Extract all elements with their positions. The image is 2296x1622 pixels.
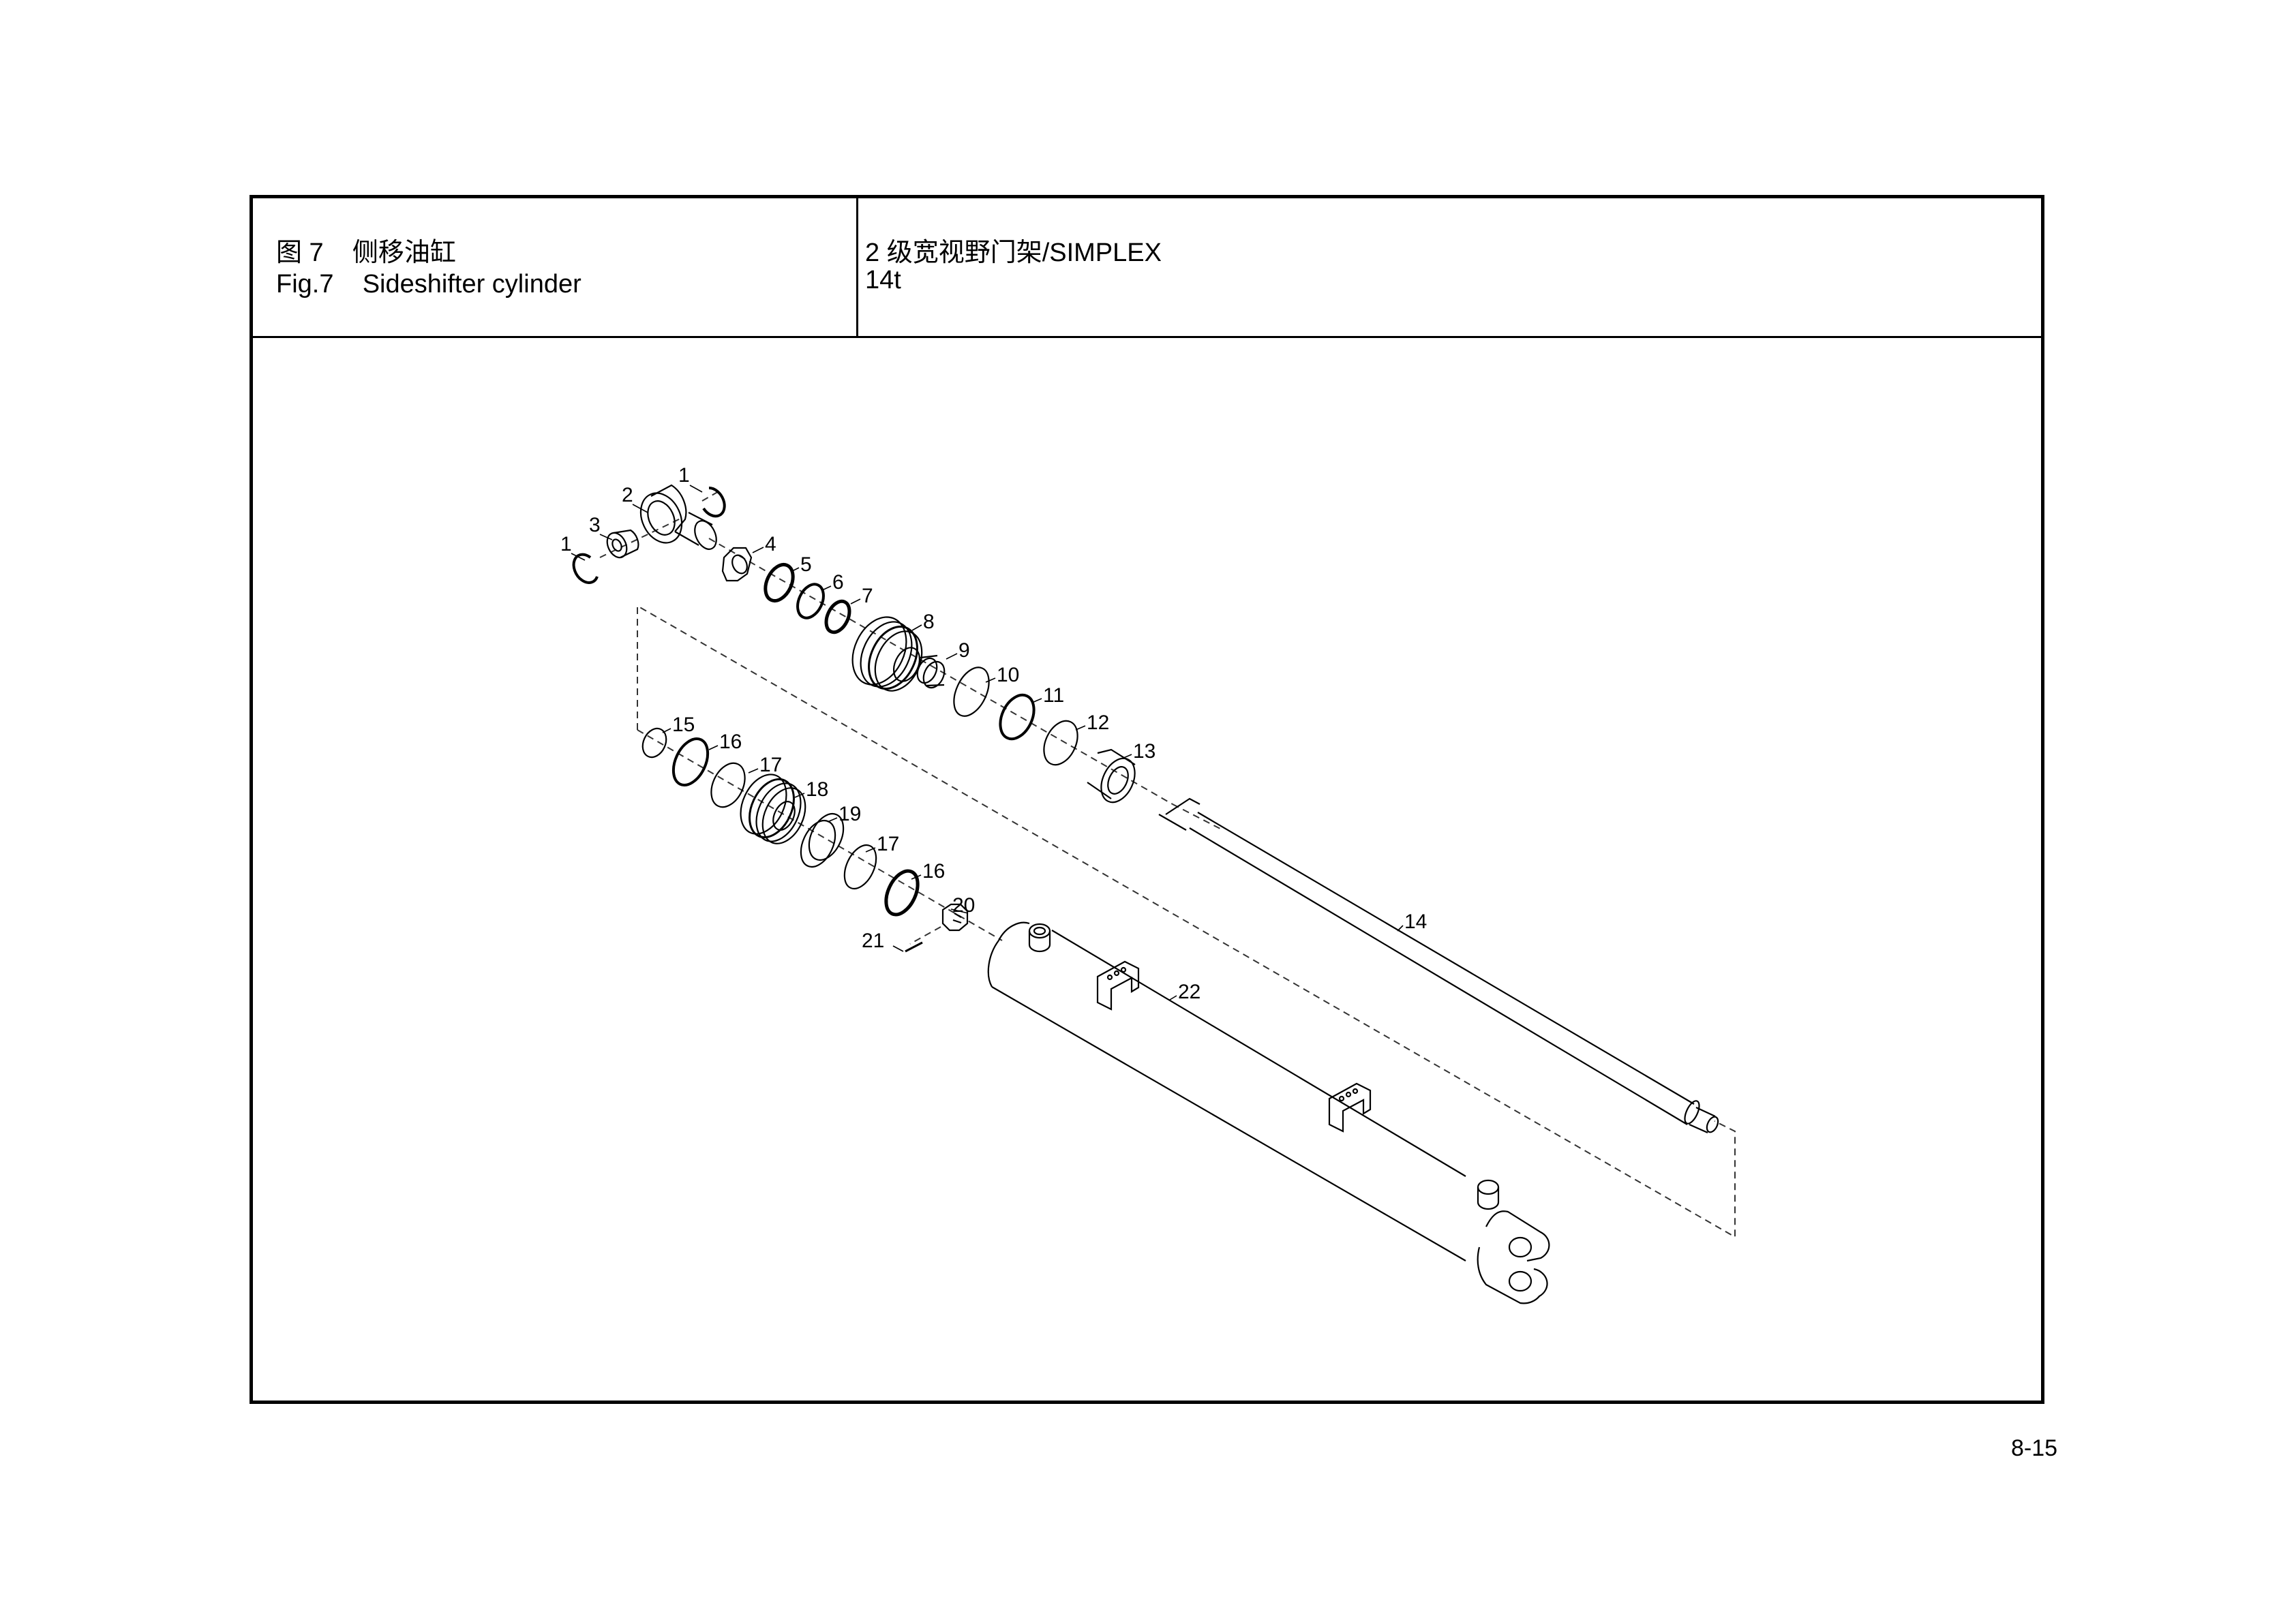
leader-lines (571, 485, 1404, 1000)
cylinder-tube-icon (987, 921, 1550, 1304)
callout-20: 20 (952, 894, 975, 917)
figure-title-cn: 图 7 侧移油缸 (276, 239, 456, 267)
model-name: 2 级宽视野门架/SIMPLEX (865, 239, 1162, 267)
guide-bush-icon (1087, 748, 1136, 804)
callout-2: 2 (622, 484, 633, 506)
callout-17b: 17 (877, 833, 899, 855)
eye-bracket-icon (639, 484, 717, 550)
o-rings-icon (953, 667, 1078, 766)
figure-title-cell: 图 7 侧移油缸 Fig.7 Sideshifter cylinder (253, 198, 858, 336)
callout-10: 10 (997, 664, 1019, 686)
callout-11: 11 (1043, 684, 1064, 707)
page-number: 8-15 (2011, 1435, 2058, 1461)
callout-18: 18 (806, 778, 828, 801)
title-block: 图 7 侧移油缸 Fig.7 Sideshifter cylinder 2 级宽… (253, 198, 2041, 338)
callout-3: 3 (589, 514, 601, 536)
drawing-frame: 图 7 侧移油缸 Fig.7 Sideshifter cylinder 2 级宽… (250, 195, 2044, 1404)
callout-8: 8 (923, 611, 935, 633)
piston-rod-icon (1158, 797, 1719, 1134)
callout-6: 6 (832, 571, 844, 594)
callout-22: 22 (1178, 981, 1200, 1003)
model-cell: 2 级宽视野门架/SIMPLEX 14t (858, 198, 2041, 336)
callout-7a: 7 (862, 585, 873, 607)
callout-14: 14 (1404, 911, 1427, 933)
callout-17a: 17 (759, 754, 782, 776)
piston-icon (740, 774, 806, 844)
hex-nut-icon (721, 547, 753, 582)
callout-labels: 1 2 3 1 4 5 6 7 8 9 10 11 12 13 14 15 16… (560, 464, 1427, 1003)
cotter-pin-icon (905, 941, 923, 953)
callout-16b: 16 (922, 860, 945, 883)
callout-4: 4 (765, 533, 776, 555)
callout-5: 5 (800, 553, 812, 576)
callout-13: 13 (1133, 740, 1155, 763)
seal-rings-icon (764, 563, 851, 634)
model-capacity: 14t (865, 266, 901, 294)
callout-1b: 1 (560, 533, 572, 555)
callout-1a: 1 (678, 464, 690, 487)
callout-9: 9 (958, 639, 970, 662)
callout-19: 19 (839, 803, 861, 825)
wear-ring-icon (800, 812, 920, 917)
figure-title-en: Fig.7 Sideshifter cylinder (276, 270, 581, 299)
callout-15: 15 (672, 714, 695, 736)
castle-nut-icon (941, 903, 969, 932)
bushing-icon (606, 529, 639, 559)
callout-16a: 16 (719, 731, 742, 753)
sleeve-icon (916, 654, 946, 689)
callout-21: 21 (862, 930, 884, 952)
piston-seals-icon (641, 727, 746, 808)
snap-ring-icon (572, 486, 726, 584)
callout-12: 12 (1087, 711, 1109, 734)
assembly-axis-lines (599, 490, 1736, 1238)
